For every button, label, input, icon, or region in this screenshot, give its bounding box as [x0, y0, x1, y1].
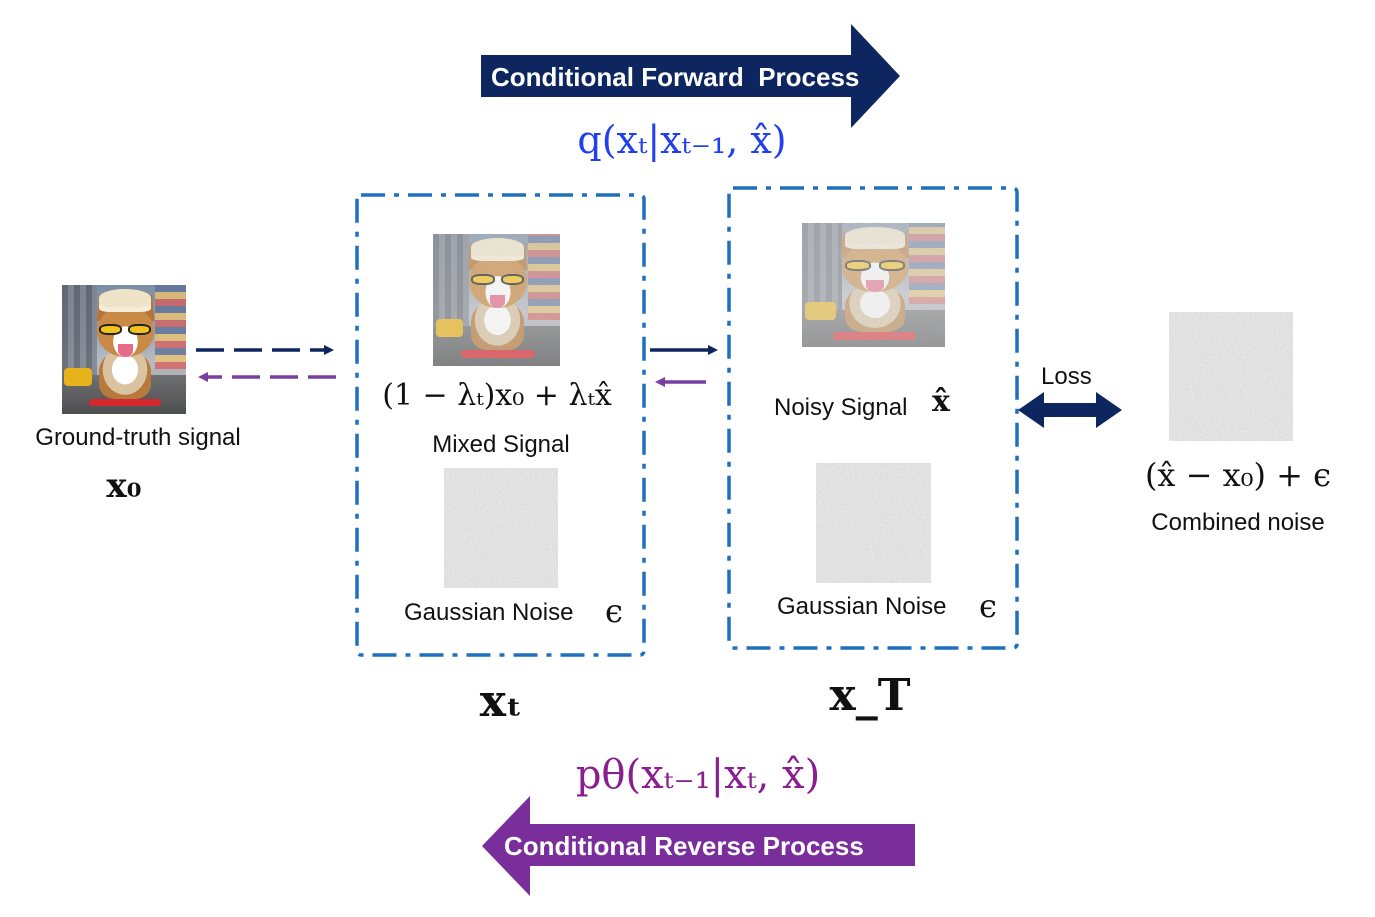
x0-symbol: x₀ — [106, 466, 142, 506]
noisy-signal-image — [802, 223, 945, 347]
combined-noise-formula: (x̂ − x₀) + ϵ — [1144, 456, 1332, 494]
xt-epsilon-symbol: ϵ — [605, 592, 623, 630]
loss-double-arrow — [1018, 392, 1122, 428]
xt-to-xT-arrow — [650, 345, 718, 355]
mixed-signal-label: Mixed Signal — [432, 431, 570, 458]
ground-truth-image — [62, 285, 186, 414]
xt-box-border — [355, 193, 646, 657]
mixed-signal-formula: (1 − λₜ)x₀ + λₜx̂ — [382, 378, 612, 413]
xt-symbol: xₜ — [479, 676, 523, 727]
x0-to-xt-arrow — [196, 345, 334, 355]
noisy-signal-symbol: x̂ — [932, 384, 950, 419]
combined-noise-label: Combined noise — [1151, 509, 1325, 536]
noisy-signal-label: Noisy Signal — [774, 394, 908, 421]
ground-truth-label: Ground-truth signal — [35, 424, 241, 451]
forward-process-arrow — [481, 24, 900, 128]
gaussian-noise-image-xT — [816, 463, 931, 583]
loss-label: Loss — [1041, 363, 1092, 390]
xT-to-xt-arrow — [655, 377, 706, 387]
reverse-process-label: Conditional Reverse Process — [504, 831, 864, 861]
forward-process-label: Conditional Forward Process — [491, 62, 860, 92]
mixed-signal-image — [433, 234, 560, 366]
reverse-formula: pθ(xₜ₋₁|xₜ, x̂) — [575, 752, 821, 798]
xT-epsilon-symbol: ϵ — [979, 587, 997, 625]
forward-formula: q(xₜ|xₜ₋₁, x̂) — [577, 118, 787, 162]
xT-gaussian-noise-label: Gaussian Noise — [777, 593, 947, 620]
xt-gaussian-noise-label: Gaussian Noise — [404, 599, 574, 626]
combined-noise-image — [1169, 312, 1293, 441]
reverse-process-arrow — [482, 796, 915, 896]
xT-symbol: x_T — [829, 670, 911, 721]
xT-box-border — [727, 186, 1019, 650]
gaussian-noise-image-xt — [444, 468, 558, 588]
xt-to-x0-arrow — [198, 372, 336, 382]
